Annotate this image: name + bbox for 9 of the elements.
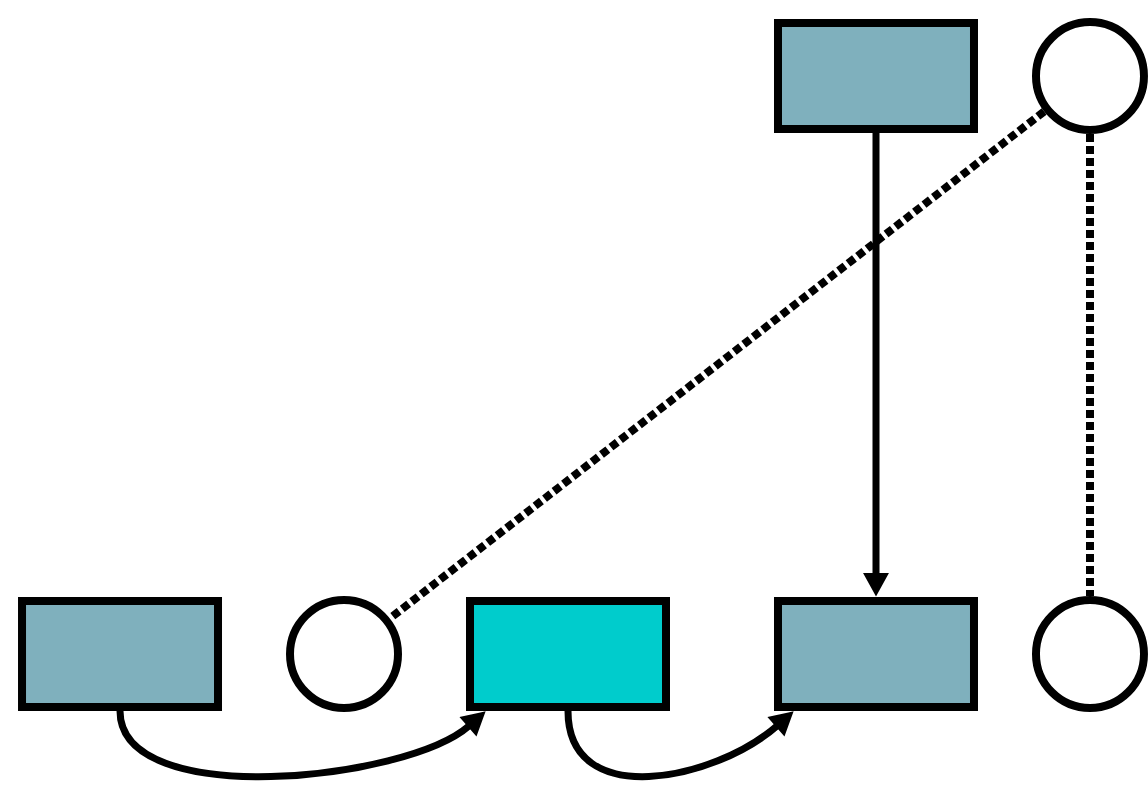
process-box <box>774 596 978 711</box>
circle-node <box>1032 596 1148 712</box>
circle-node <box>286 596 402 712</box>
dotted-line <box>387 108 1047 622</box>
dotted-line <box>1086 134 1094 596</box>
process-box <box>774 19 978 133</box>
process-box <box>466 596 670 711</box>
circle-node <box>1032 18 1148 134</box>
process-box <box>18 596 222 711</box>
